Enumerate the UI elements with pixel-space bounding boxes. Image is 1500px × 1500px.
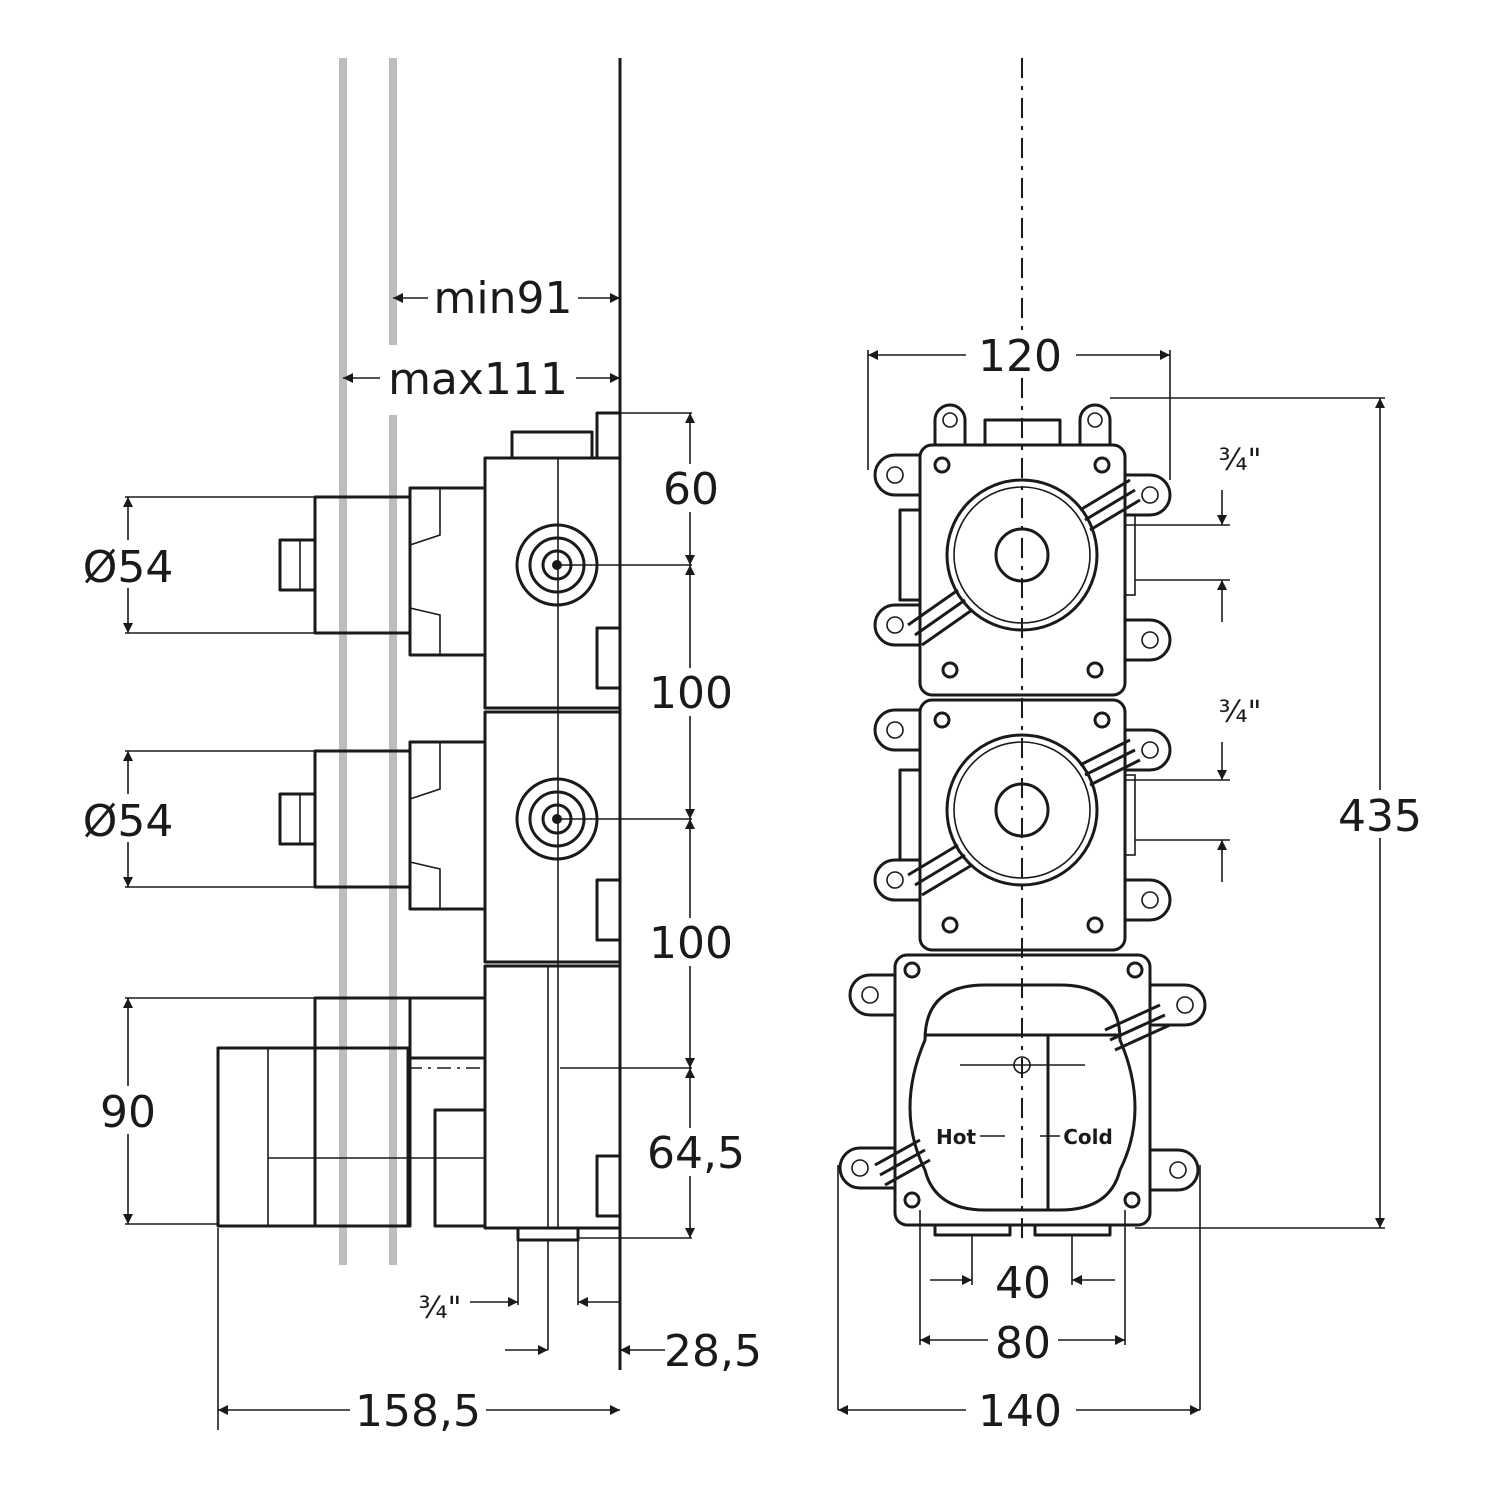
cartridge-top [278,486,487,657]
label-pitch-1: 100 [649,668,733,719]
label-top-height: 60 [663,464,719,515]
mounting-lugs [838,403,1207,1192]
label-pitch-2: 100 [649,918,733,969]
cartridge-mid [278,740,487,911]
label-inlet-width: 80 [995,1318,1051,1369]
label-bottom-width: 140 [978,1386,1062,1437]
body-block-1 [483,456,622,710]
label-handle-height: 90 [100,1087,156,1138]
label-total-depth: 158,5 [355,1386,481,1437]
module-top [898,443,1141,697]
handle-bottom [216,1046,410,1228]
label-total-height: 435 [1338,791,1422,842]
label-thread-mid: ¾" [1219,695,1262,730]
label-inlet-spacing: 40 [995,1258,1051,1309]
label-min-depth: min91 [434,273,573,324]
front-extension-lines [837,350,1385,1410]
label-diameter-mid: Ø54 [83,796,174,847]
label-outlet-offset: 28,5 [664,1326,762,1377]
body-block-3 [483,964,622,1230]
label-hot: Hot [936,1125,976,1149]
label-bottom-height: 64,5 [647,1128,745,1179]
label-cold: Cold [1063,1125,1113,1149]
side-extension-lines [125,412,692,1430]
top-nut [510,430,594,460]
module-mid [898,698,1141,952]
valve-body-side [483,411,622,1242]
body-block-2 [483,710,622,964]
side-view: min91 max111 Ø54 Ø54 90 60 100 100 64,5 [78,58,762,1437]
label-top-width: 120 [978,331,1062,382]
cartridge-bottom [216,996,487,1228]
label-diameter-top: Ø54 [83,542,174,593]
front-view: Hot Cold 120 [837,58,1430,1437]
label-thread-top: ¾" [1219,443,1262,478]
outlet-stub [516,1226,580,1242]
label-outlet-thread: ¾" [419,1291,462,1326]
label-max-depth: max111 [388,354,568,405]
